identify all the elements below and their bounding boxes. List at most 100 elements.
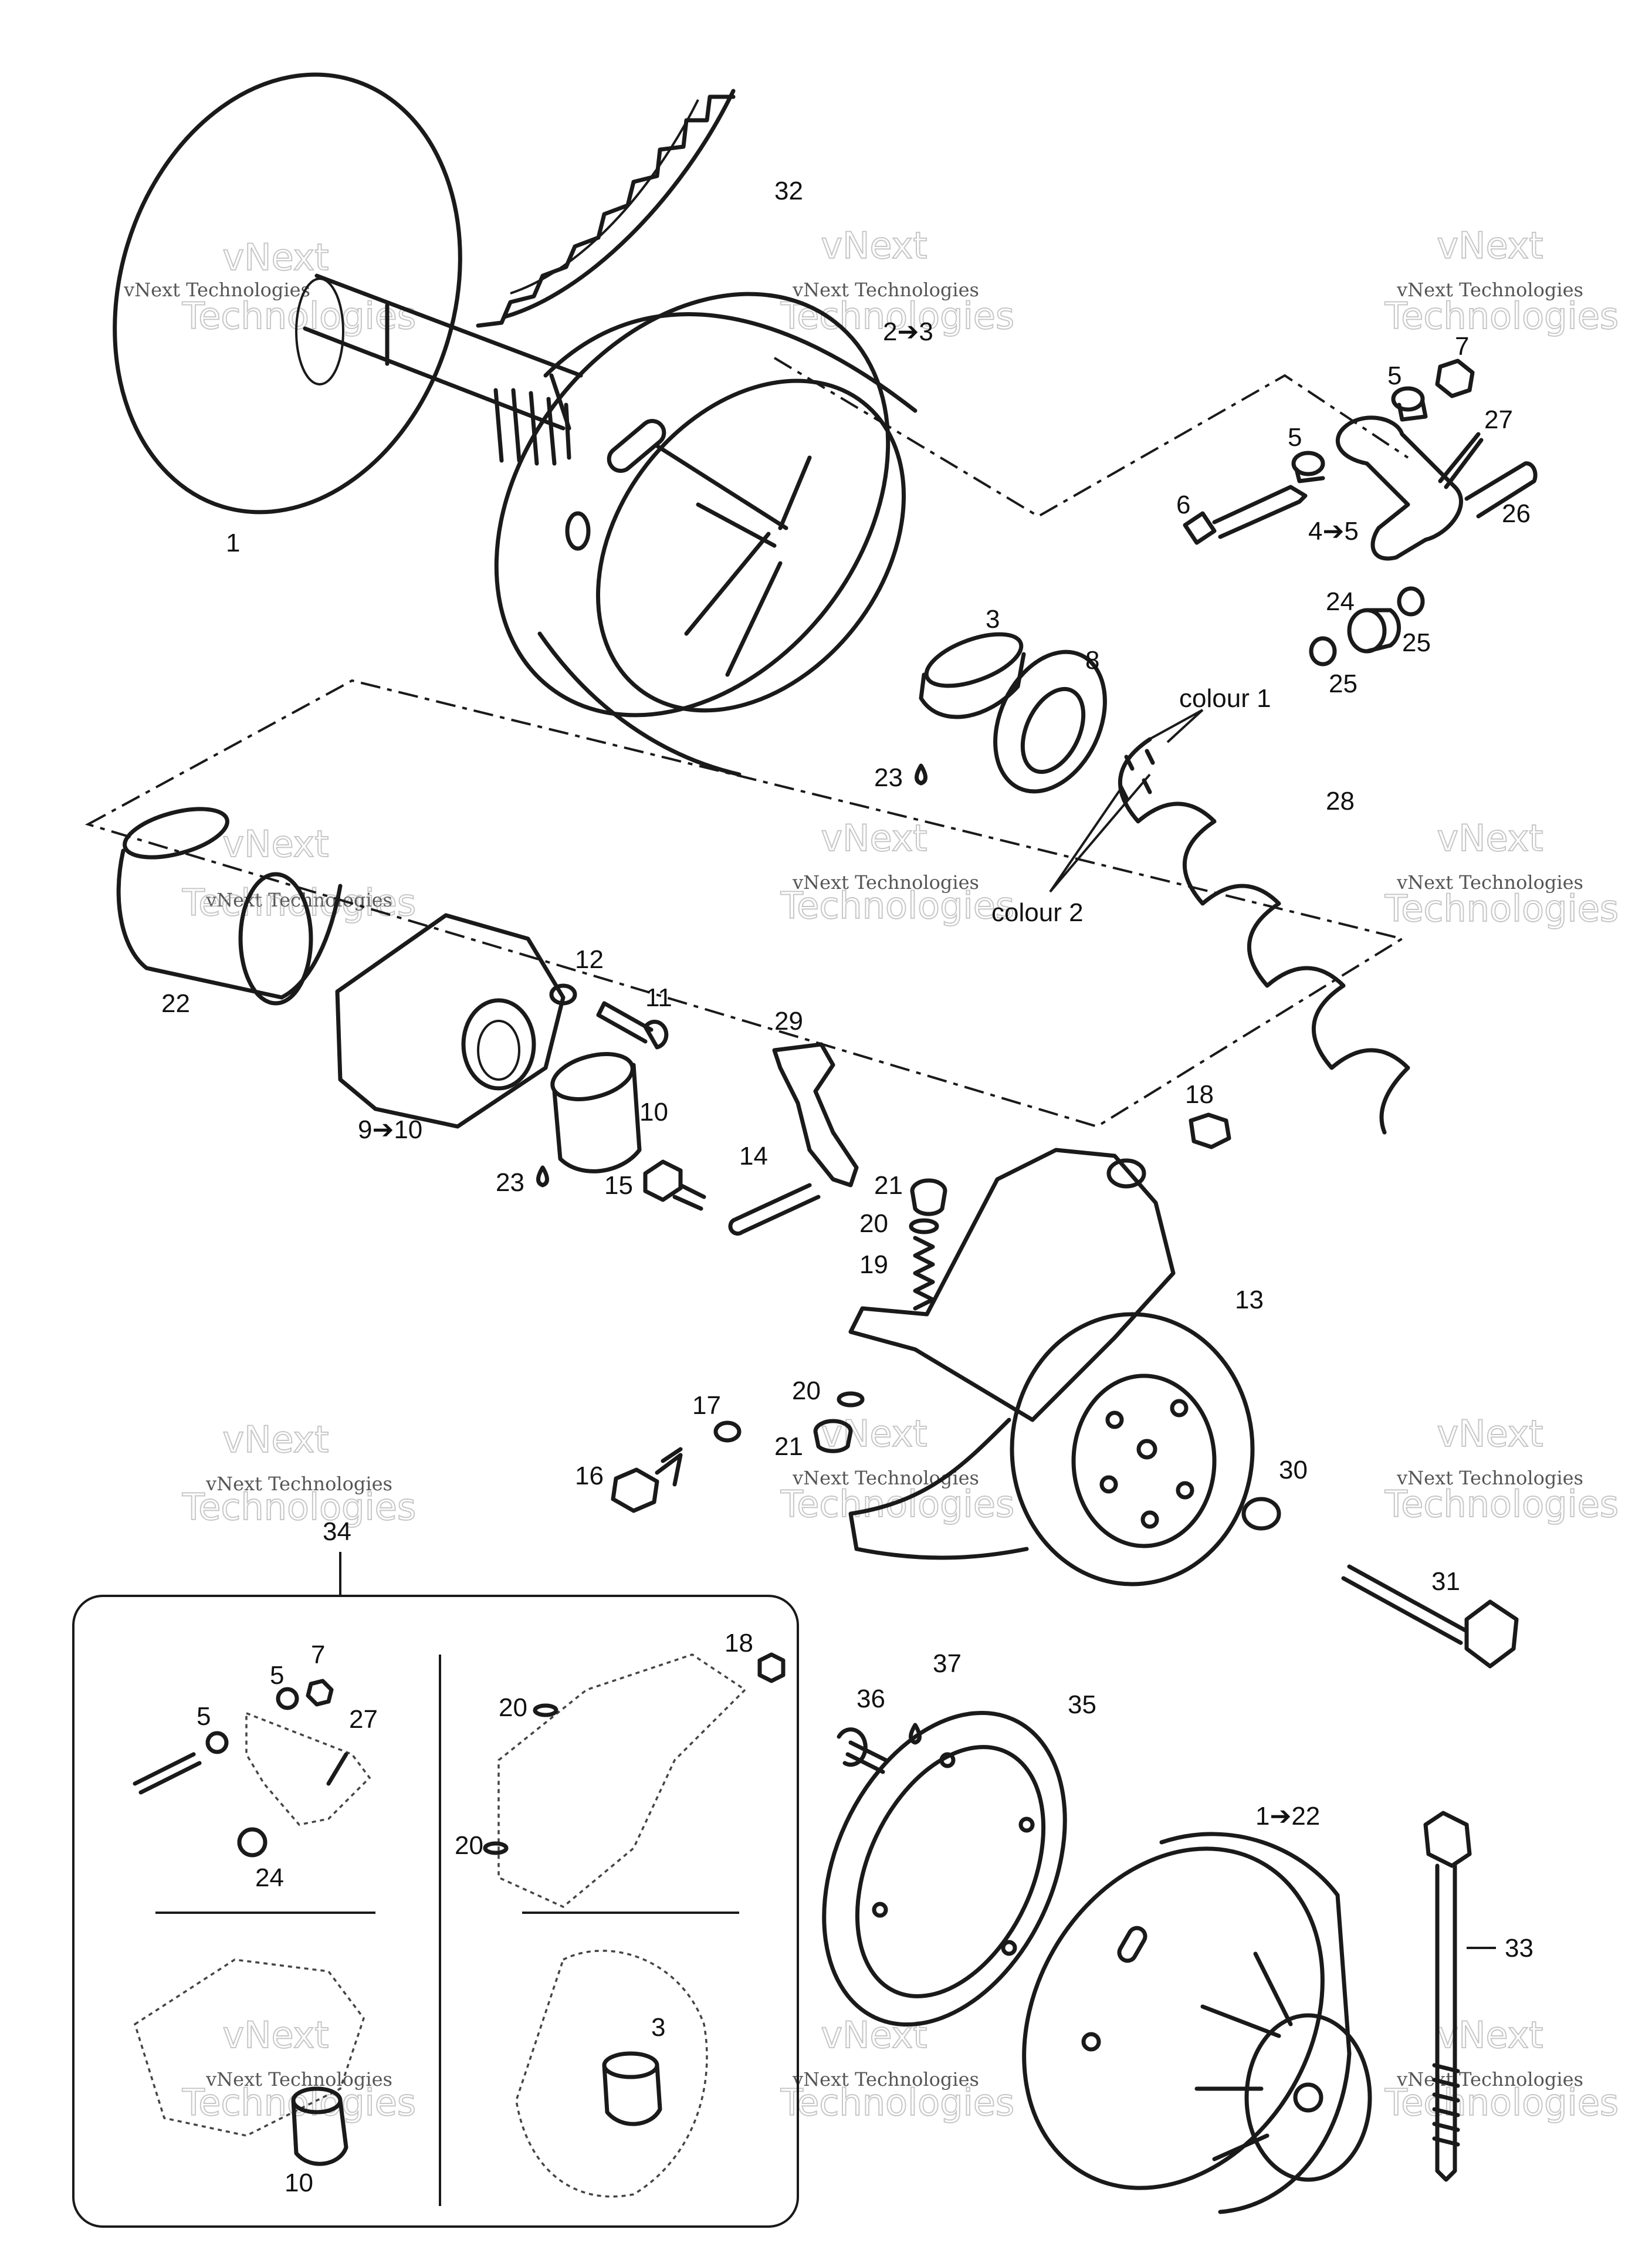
assembly-hub [1244,2013,1372,2182]
inset-spider-outline [133,1958,365,2137]
movable-sheave [494,292,918,777]
callout-37: 37 [933,1649,962,1678]
callout-5a: 5 [1387,361,1402,390]
inset-box [72,1595,799,2228]
cup-eye [1106,1158,1146,1189]
watermark-text: Technologies [780,295,1014,337]
callout-28: 28 [1326,787,1355,816]
cap-21a [910,1178,947,1216]
washer-8 [993,649,1107,794]
leader-colour-1 [1143,709,1204,743]
sheave-hole [565,511,591,551]
inset-sheave-outline [515,1950,708,2198]
inset-panel-sheave-bushing [515,1950,708,2198]
washer-12 [549,983,577,1006]
inset-bushing [205,1731,229,1754]
assembly-slot [1117,1926,1147,1963]
inset-callout-24: 24 [255,1863,284,1892]
watermark: vNext vNext Technologies Technologies [780,2013,1015,2125]
watermark-text: vNext [1437,817,1543,860]
callout-12: 12 [575,945,604,974]
callout-colour-2: colour 2 [991,898,1084,927]
bushing-10 [550,1052,642,1173]
callout-20a: 20 [859,1209,888,1238]
watermark-text: vNext Technologies [205,2068,392,2090]
callout-34: 34 [323,1517,351,1546]
leader-colour-2 [1049,773,1151,893]
roller-24 [1347,608,1401,654]
ring-35 [822,1710,1067,2027]
o-ring-20a [909,1218,939,1234]
bolt-head [1423,1811,1472,1868]
sheave-ribs [655,444,812,677]
cotter-pin-27 [1438,432,1484,489]
washer-17 [713,1420,742,1443]
inset-callout-5b: 5 [197,1702,211,1731]
cup-arm [848,1148,1176,1422]
watermark-text: vNext Technologies [1396,1467,1583,1489]
callout-7: 7 [1455,332,1469,361]
callout-18: 18 [1185,1080,1214,1109]
callout-26: 26 [1502,499,1531,528]
sheave-inner-rim [595,378,906,713]
spring-colour-marks [1118,749,1155,800]
bolt-15 [643,1159,706,1211]
assembly-boundary-upper [773,357,1409,518]
spider-bore [461,998,536,1091]
watermark: vNext vNext Technologies Technologies [1384,224,1619,338]
watermark-text: Technologies [1384,2081,1619,2124]
washer-25b [1397,586,1425,617]
callout-11: 11 [645,983,672,1012]
watermark-text: vNext Technologies [1396,871,1583,894]
watermark: vNext vNext Technologies Technologies [780,224,1015,338]
watermark: vNext vNext Technologies Technologies [181,2013,417,2125]
sheave-body-edge [537,312,918,777]
inset-callout-7: 7 [311,1640,325,1669]
inset-cotter [326,1752,348,1786]
watermark-group: vNext vNext Technologies Technologies vN… [123,224,1619,2125]
callout-5b: 5 [1288,423,1302,452]
watermark-text: vNext Technologies [792,871,979,894]
watermark-text: vNext [222,236,329,279]
watermark-text: vNext Technologies [792,1467,979,1489]
watermark-text: vNext Technologies [1396,279,1583,301]
spider-9 [335,913,566,1129]
watermark-text: Technologies [182,2081,416,2124]
inset-o-ring [533,1703,558,1717]
inset-roller [237,1827,268,1858]
inset-o-ring [483,1841,509,1855]
sleeve-top [123,807,229,860]
callout-17: 17 [692,1391,721,1420]
assembly-hole [1081,2032,1101,2052]
callout-6: 6 [1176,490,1190,519]
nut-18 [1189,1112,1231,1149]
watermark: vNext vNext Technologies Technologies [1384,1412,1619,1526]
assembly-drum [1159,1832,1352,2214]
belt-cogs [476,94,736,328]
callout-colour-1: colour 1 [1179,684,1271,713]
sleeve-ring [238,872,313,1006]
inset-bushing-3 [602,2051,662,2126]
watermark-text: Technologies [182,295,416,337]
bushing-10-body [552,1063,642,1173]
cup-hole [1170,1399,1189,1418]
inset-callout-18: 18 [725,1629,753,1657]
cup-hole [1136,1439,1157,1460]
cup-hole [1140,1510,1159,1529]
watermark-text: Technologies [780,884,1014,927]
cup-body-edge [848,1418,1029,1560]
inset-panel-roller-arm [133,1679,371,1858]
assembly-hub-center [1293,2082,1323,2113]
watermark-text: vNext Technologies [792,2068,979,2090]
watermark-text: vNext Technologies [1396,2068,1583,2090]
watermark: vNext vNext Technologies Technologies [181,1418,417,1529]
nut-7 [1435,358,1475,398]
pin-14 [728,1183,821,1236]
bolt-31 [1341,1564,1519,1669]
callout-32: 32 [774,177,803,205]
sheave-slot [607,419,666,473]
bolt-33 [1423,1811,1472,2182]
callout-31: 31 [1431,1567,1460,1596]
callout-36: 36 [857,1684,885,1713]
fixed-sheave-shaft [113,72,583,515]
